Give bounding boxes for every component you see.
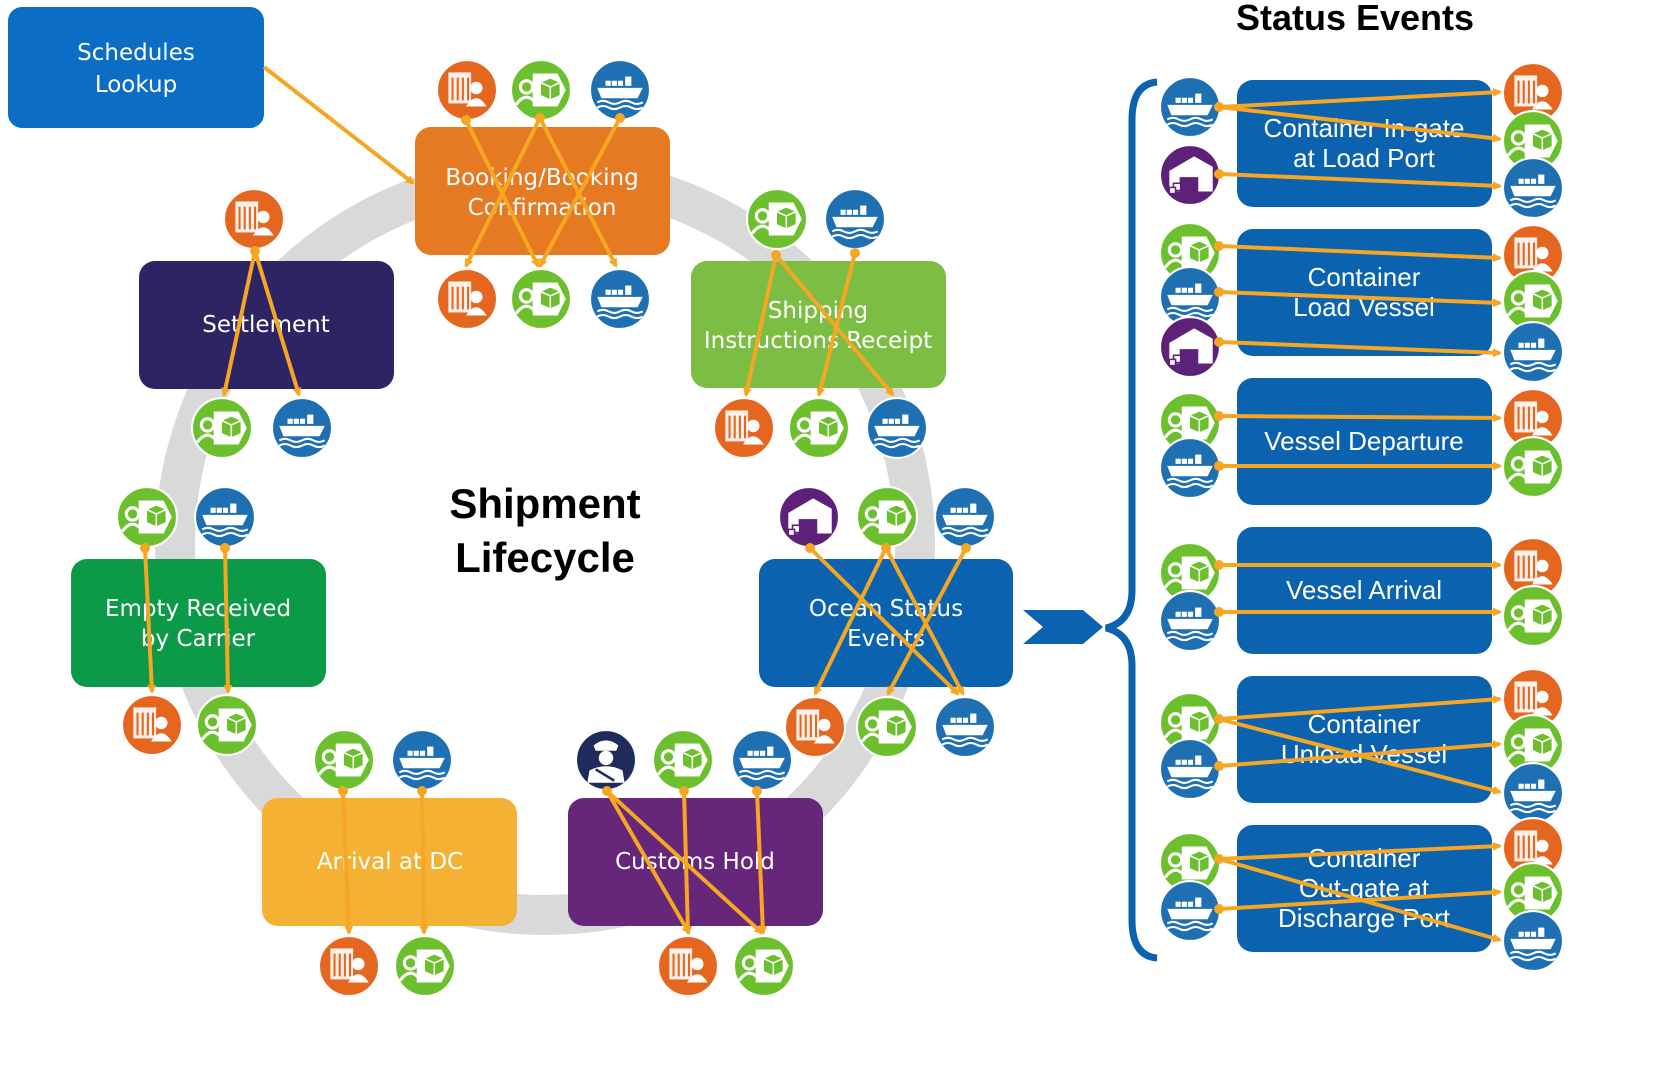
carrier-ship-icon: [1159, 590, 1221, 652]
carrier-ship-icon: [1159, 738, 1221, 800]
stage-booking-line1: Booking/Booking: [445, 165, 638, 191]
schedules-lookup-box[interactable]: Schedules Lookup: [8, 7, 264, 128]
forwarder-icon: [652, 729, 714, 791]
stage-shipping-instructions[interactable]: Shipping Instructions Receipt: [691, 261, 946, 388]
forwarder-icon: [856, 486, 918, 548]
shipper-icon: [713, 397, 775, 459]
event-ingate[interactable]: Container In-gate at Load Port: [1237, 80, 1492, 207]
arrow-origin-dots: [140, 102, 1224, 914]
forwarder-icon: [746, 188, 808, 250]
forwarder-icon: [116, 486, 178, 548]
forwarder-icon: [788, 397, 850, 459]
event-departure-line1: Vessel Departure: [1264, 426, 1463, 456]
stage-customs-hold[interactable]: Customs Hold: [568, 798, 823, 926]
carrier-ship-icon: [1159, 76, 1221, 138]
forwarder-icon: [191, 397, 253, 459]
lifecycle-title-line2: Lifecycle: [455, 534, 635, 581]
forwarder-icon: [394, 935, 456, 997]
carrier-ship-icon: [1159, 437, 1221, 499]
carrier-ship-icon: [866, 397, 928, 459]
stage-booking[interactable]: Booking/Booking Confirmation: [415, 127, 670, 255]
forwarder-icon: [856, 696, 918, 758]
customs-officer-icon: [575, 729, 637, 791]
carrier-ship-icon: [1502, 321, 1564, 383]
event-arrival-line1: Vessel Arrival: [1286, 575, 1442, 605]
carrier-ship-icon: [194, 486, 256, 548]
carrier-ship-icon: [1502, 910, 1564, 972]
carrier-ship-icon: [934, 486, 996, 548]
carrier-ship-icon: [589, 59, 651, 121]
forwarder-icon: [196, 694, 258, 756]
stage-shipping-line1: Shipping: [768, 298, 868, 324]
carrier-ship-icon: [1502, 157, 1564, 219]
schedules-line1: Schedules: [77, 40, 195, 66]
stage-settlement-line1: Settlement: [202, 312, 329, 338]
carrier-ship-icon: [1159, 880, 1221, 942]
carrier-ship-icon: [391, 729, 453, 791]
terminal-warehouse-icon: [1159, 316, 1221, 378]
shipper-icon: [223, 188, 285, 250]
carrier-ship-icon: [731, 729, 793, 791]
stage-arrival-line1: Arrival at DC: [317, 849, 463, 875]
stage-arrival-dc[interactable]: Arrival at DC: [262, 798, 517, 926]
event-ingate-line2: at Load Port: [1293, 143, 1435, 173]
forwarder-icon: [733, 935, 795, 997]
carrier-ship-icon: [271, 397, 333, 459]
stage-empty-received[interactable]: Empty Received by Carrier: [71, 559, 326, 687]
event-vessel-arrival[interactable]: Vessel Arrival: [1237, 527, 1492, 654]
event-unload-vessel[interactable]: Container Unload Vessel: [1237, 676, 1492, 803]
forwarder-icon: [1502, 585, 1564, 647]
event-ingate-line1: Container In-gate: [1264, 113, 1465, 143]
forwarder-icon: [510, 268, 572, 330]
event-outgate-line1: Container: [1308, 843, 1421, 873]
stage-shipping-line2: Instructions Receipt: [704, 328, 932, 354]
schedules-line2: Lookup: [95, 72, 177, 98]
shipper-icon: [121, 694, 183, 756]
terminal-warehouse-icon: [1159, 144, 1221, 206]
carrier-ship-icon: [1502, 762, 1564, 824]
event-vessel-departure[interactable]: Vessel Departure: [1237, 378, 1492, 505]
shipper-icon: [436, 268, 498, 330]
shipper-icon: [318, 935, 380, 997]
event-outgate[interactable]: Container Out-gate at Discharge Port: [1237, 825, 1492, 952]
forwarder-icon: [313, 729, 375, 791]
carrier-ship-icon: [934, 696, 996, 758]
shipper-icon: [657, 935, 719, 997]
terminal-warehouse-icon: [778, 486, 840, 548]
carrier-ship-icon: [589, 268, 651, 330]
stage-settlement[interactable]: Settlement: [139, 261, 394, 389]
event-load-line1: Container: [1308, 262, 1421, 292]
flow-arrows: [143, 65, 1502, 943]
shipper-icon: [436, 59, 498, 121]
stage-empty-line2: by Carrier: [141, 626, 256, 652]
carrier-ship-icon: [824, 188, 886, 250]
event-unload-line1: Container: [1308, 709, 1421, 739]
status-events-title: Status Events: [1236, 0, 1474, 38]
forwarder-icon: [1502, 436, 1564, 498]
stage-empty-line1: Empty Received: [105, 596, 291, 622]
lifecycle-title-line1: Shipment: [449, 480, 640, 527]
chevron-arrow-icon: [1023, 610, 1103, 644]
curly-brace: [1105, 78, 1158, 962]
shipper-icon: [784, 696, 846, 758]
forwarder-icon: [510, 59, 572, 121]
